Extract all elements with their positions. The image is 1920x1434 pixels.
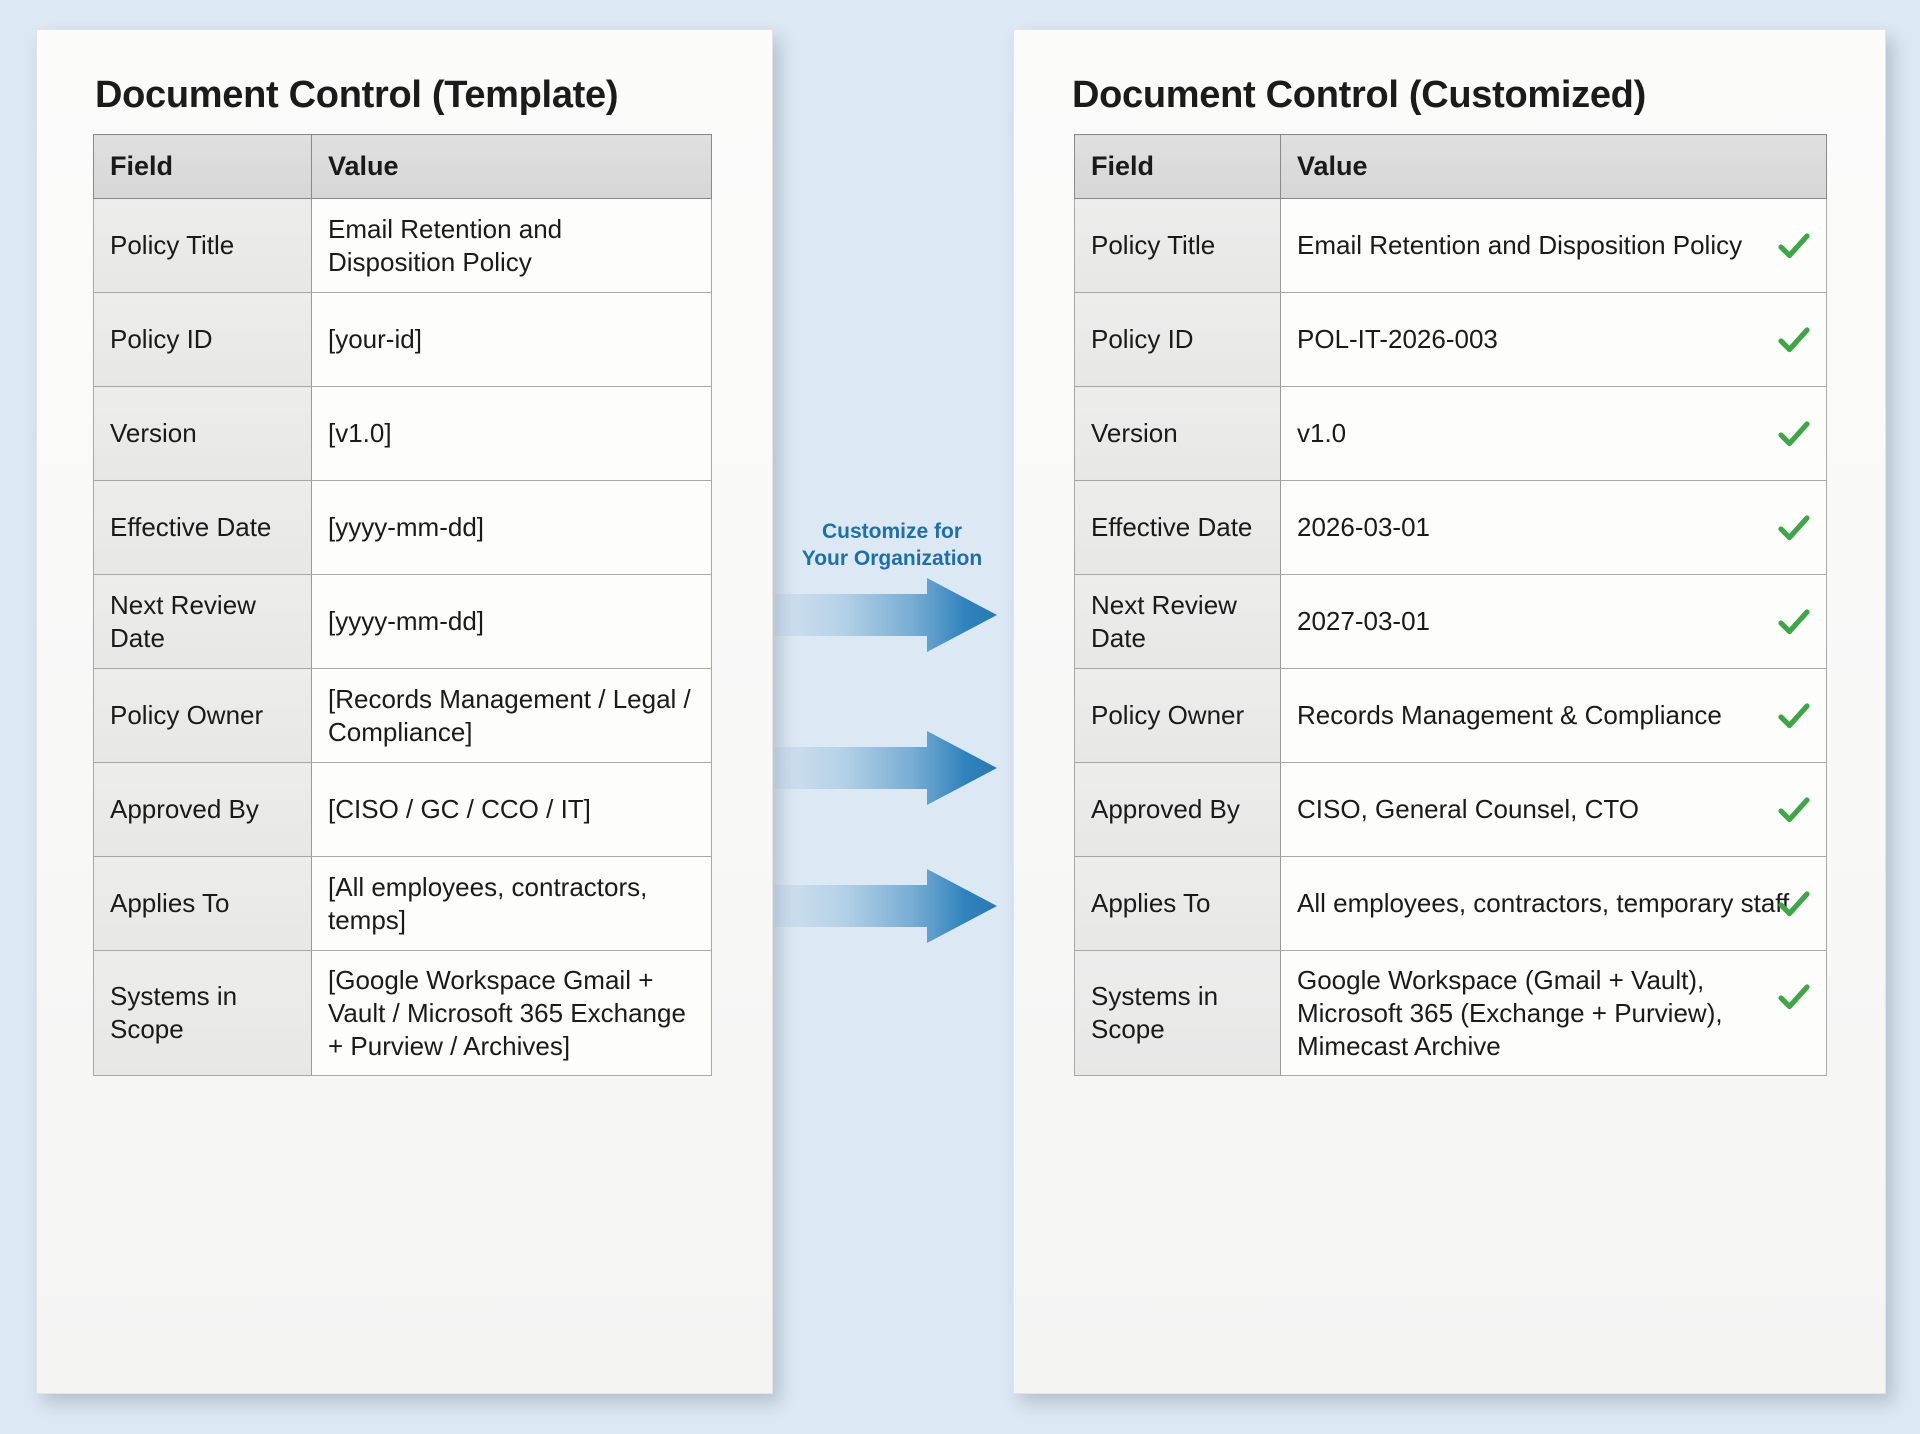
table-row: Approved By [CISO / GC / CCO / IT] — [93, 762, 712, 857]
column-header-value: Value — [311, 134, 712, 199]
field-value: 2027-03-01 — [1297, 606, 1430, 637]
field-value-cell: 2027-03-01 — [1280, 574, 1827, 669]
customized-panel: Document Control (Customized) Field Valu… — [1013, 29, 1886, 1394]
customized-panel-title: Document Control (Customized) — [1072, 74, 1646, 116]
field-label: Policy ID — [1074, 292, 1281, 387]
connector-label-line1: Customize for — [821, 520, 962, 543]
field-value-cell: Records Management & Compliance — [1280, 668, 1827, 763]
table-row: Systems in Scope [Google Workspace Gmail… — [93, 949, 712, 1077]
field-value: [yyyy-mm-dd] — [311, 480, 712, 575]
check-icon — [1776, 322, 1812, 358]
field-value: [Google Workspace Gmail + Vault / Micros… — [311, 949, 712, 1077]
field-value: [All employees, contractors, temps] — [311, 856, 712, 951]
field-value-cell: Google Workspace (Gmail + Vault), Micros… — [1280, 949, 1827, 1077]
field-label: Policy Title — [93, 198, 312, 293]
field-value: 2026-03-01 — [1297, 512, 1430, 543]
connector-label: Customize for Your Organization — [771, 519, 1013, 573]
field-label: Policy Title — [1074, 198, 1281, 293]
field-label: Systems in Scope — [1074, 949, 1281, 1077]
template-panel-title: Document Control (Template) — [95, 74, 619, 116]
field-value-cell: CISO, General Counsel, CTO — [1280, 762, 1827, 857]
field-value: [Records Management / Legal / Compliance… — [311, 668, 712, 763]
check-icon — [1776, 886, 1812, 922]
field-value: CISO, General Counsel, CTO — [1297, 794, 1639, 825]
field-value: POL-IT-2026-003 — [1297, 324, 1498, 355]
field-value: All employees, contractors, temporary st… — [1297, 888, 1790, 919]
table-row: Policy Title Email Retention and Disposi… — [1074, 198, 1827, 293]
table-header-row: Field Value — [93, 134, 712, 199]
table-row: Effective Date 2026-03-01 — [1074, 480, 1827, 575]
check-icon — [1776, 510, 1812, 546]
field-label: Applies To — [93, 856, 312, 951]
field-label: Effective Date — [93, 480, 312, 575]
table-row: Next Review Date 2027-03-01 — [1074, 574, 1827, 669]
field-label: Policy ID — [93, 292, 312, 387]
field-label: Applies To — [1074, 856, 1281, 951]
field-label: Policy Owner — [93, 668, 312, 763]
field-label: Approved By — [1074, 762, 1281, 857]
field-label: Systems in Scope — [93, 949, 312, 1077]
table-row: Effective Date [yyyy-mm-dd] — [93, 480, 712, 575]
table-row: Policy Title Email Retention and Disposi… — [93, 198, 712, 293]
field-value: Email Retention and Disposition Policy — [1297, 230, 1743, 261]
table-row: Next Review Date [yyyy-mm-dd] — [93, 574, 712, 669]
field-value-cell: v1.0 — [1280, 386, 1827, 481]
template-panel: Document Control (Template) Field Value … — [36, 29, 773, 1394]
customize-connector: Customize for Your Organization — [771, 29, 1013, 1392]
table-row: Policy ID POL-IT-2026-003 — [1074, 292, 1827, 387]
field-value: [v1.0] — [311, 386, 712, 481]
arrow-right-icon — [775, 869, 997, 943]
table-row: Policy ID [your-id] — [93, 292, 712, 387]
field-value: v1.0 — [1297, 418, 1347, 449]
field-value: Email Retention and Disposition Policy — [311, 198, 712, 293]
column-header-field: Field — [1074, 134, 1281, 199]
check-icon — [1776, 698, 1812, 734]
table-row: Policy Owner Records Management & Compli… — [1074, 668, 1827, 763]
table-row: Applies To [All employees, contractors, … — [93, 856, 712, 951]
check-icon — [1776, 228, 1812, 264]
field-label: Effective Date — [1074, 480, 1281, 575]
table-row: Version [v1.0] — [93, 386, 712, 481]
column-header-value: Value — [1280, 134, 1827, 199]
field-value: Records Management & Compliance — [1297, 700, 1722, 731]
connector-label-line2: Your Organization — [801, 546, 983, 570]
field-label: Approved By — [93, 762, 312, 857]
field-label: Next Review Date — [93, 574, 312, 669]
field-value: [CISO / GC / CCO / IT] — [311, 762, 712, 857]
check-icon — [1776, 604, 1812, 640]
check-icon — [1776, 979, 1812, 1015]
table-header-row: Field Value — [1074, 134, 1827, 199]
table-row: Approved By CISO, General Counsel, CTO — [1074, 762, 1827, 857]
template-table: Field Value Policy Title Email Retention… — [93, 134, 712, 1077]
field-value-cell: POL-IT-2026-003 — [1280, 292, 1827, 387]
check-icon — [1776, 792, 1812, 828]
field-value: [your-id] — [311, 292, 712, 387]
field-value: Google Workspace (Gmail + Vault), Micros… — [1297, 965, 1723, 1061]
field-label: Version — [93, 386, 312, 481]
table-row: Applies To All employees, contractors, t… — [1074, 856, 1827, 951]
arrow-right-icon — [775, 578, 997, 652]
field-value: [yyyy-mm-dd] — [311, 574, 712, 669]
field-label: Version — [1074, 386, 1281, 481]
field-value-cell: 2026-03-01 — [1280, 480, 1827, 575]
field-label: Policy Owner — [1074, 668, 1281, 763]
field-value-cell: Email Retention and Disposition Policy — [1280, 198, 1827, 293]
field-value-cell: All employees, contractors, temporary st… — [1280, 856, 1827, 951]
check-icon — [1776, 416, 1812, 452]
column-header-field: Field — [93, 134, 312, 199]
customized-table: Field Value Policy Title Email Retention… — [1074, 134, 1827, 1077]
arrow-right-icon — [775, 731, 997, 805]
table-row: Systems in Scope Google Workspace (Gmail… — [1074, 949, 1827, 1077]
field-label: Next Review Date — [1074, 574, 1281, 669]
table-row: Policy Owner [Records Management / Legal… — [93, 668, 712, 763]
table-row: Version v1.0 — [1074, 386, 1827, 481]
